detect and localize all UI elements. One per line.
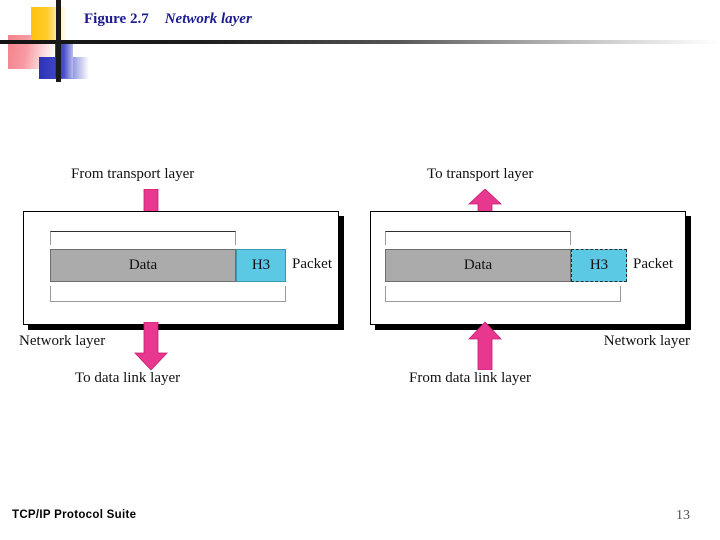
right-top-arrow-up-icon [467,189,503,229]
right-data-segment: Data [385,249,571,282]
left-layer-label: Network layer [19,333,106,349]
figure-title: Figure 2.7 Network layer [84,11,252,28]
header-decoration [0,0,720,92]
decoration-yellow-square [31,7,67,43]
decoration-vertical-rule [56,0,61,82]
footer-page-number: 13 [676,508,690,523]
right-top-flow-label: To transport layer [427,166,534,182]
right-bottom-arrow-up-icon [468,322,502,370]
left-h3-segment: H3 [236,249,286,282]
left-data-segment: Data [50,249,236,282]
right-packet-label: Packet [633,256,673,272]
figure-name: Network layer [164,11,252,27]
right-layer-label: Network layer [603,333,690,349]
decoration-horizontal-rule [0,40,720,44]
left-packet-label: Packet [292,256,332,272]
left-top-bracket [50,231,236,245]
right-bottom-flow-label: From data link layer [409,370,532,386]
footer-book-title: TCP/IP Protocol Suite [12,509,137,521]
right-top-bracket [385,231,571,245]
left-bottom-flow-label: To data link layer [75,370,181,386]
left-bottom-bracket [50,286,286,302]
figure-number: Figure 2.7 [84,11,149,27]
left-top-flow-label: From transport layer [71,166,195,182]
right-bottom-bracket [385,286,621,302]
left-bottom-arrow-down-icon [134,322,168,370]
right-h3-segment: H3 [571,249,627,282]
